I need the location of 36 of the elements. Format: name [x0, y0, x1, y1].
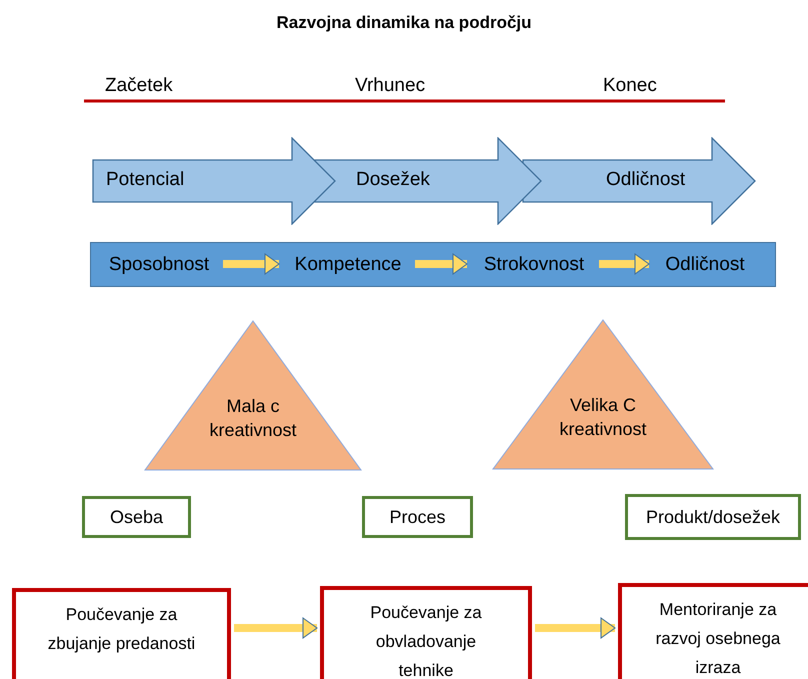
stage-banner — [314, 137, 542, 225]
node-text: Produkt/dosežek — [646, 506, 780, 528]
process-box — [12, 588, 231, 679]
process-box — [320, 586, 532, 679]
label-box — [362, 496, 473, 538]
node-text: Potencial — [106, 169, 184, 190]
arrow — [415, 254, 468, 274]
node-text: Poučevanje za obvladovanje tehnike — [369, 602, 483, 679]
phase-label: Začetek — [105, 74, 173, 98]
node-text: Velika C kreativnost — [559, 395, 647, 439]
node-text: Poučevanje za zbujanje predanosti — [46, 604, 196, 655]
label-box — [82, 496, 191, 538]
stage-text: Sposobnost — [97, 249, 221, 281]
process-box — [618, 583, 808, 679]
node-text: Dosežek — [356, 169, 430, 190]
label-box — [625, 494, 801, 540]
arrow — [599, 254, 650, 274]
process-bar — [90, 242, 776, 287]
triangle-shape — [492, 319, 714, 470]
arrow — [223, 254, 280, 274]
diagram-title: Razvojna dinamika na področju — [275, 12, 533, 34]
phase-label: Vrhunec — [355, 74, 426, 98]
arrow — [535, 618, 616, 638]
arrow — [234, 618, 318, 638]
stage-text: Odličnost — [653, 249, 757, 281]
node-text: Mentoriranje za razvoj osebnega izraza — [654, 599, 782, 679]
node-text: Mala c kreativnost — [209, 396, 297, 440]
node-text: Odličnost — [606, 169, 686, 190]
stage-banner — [92, 137, 336, 225]
triangle-shape — [144, 320, 362, 471]
node-text: Proces — [389, 506, 446, 528]
stage-banner — [522, 137, 756, 225]
stage-text: Strokovnost — [471, 249, 597, 281]
node-text: Oseba — [110, 506, 164, 528]
stage-text: Kompetence — [283, 249, 413, 281]
phase-label: Konec — [603, 74, 657, 98]
